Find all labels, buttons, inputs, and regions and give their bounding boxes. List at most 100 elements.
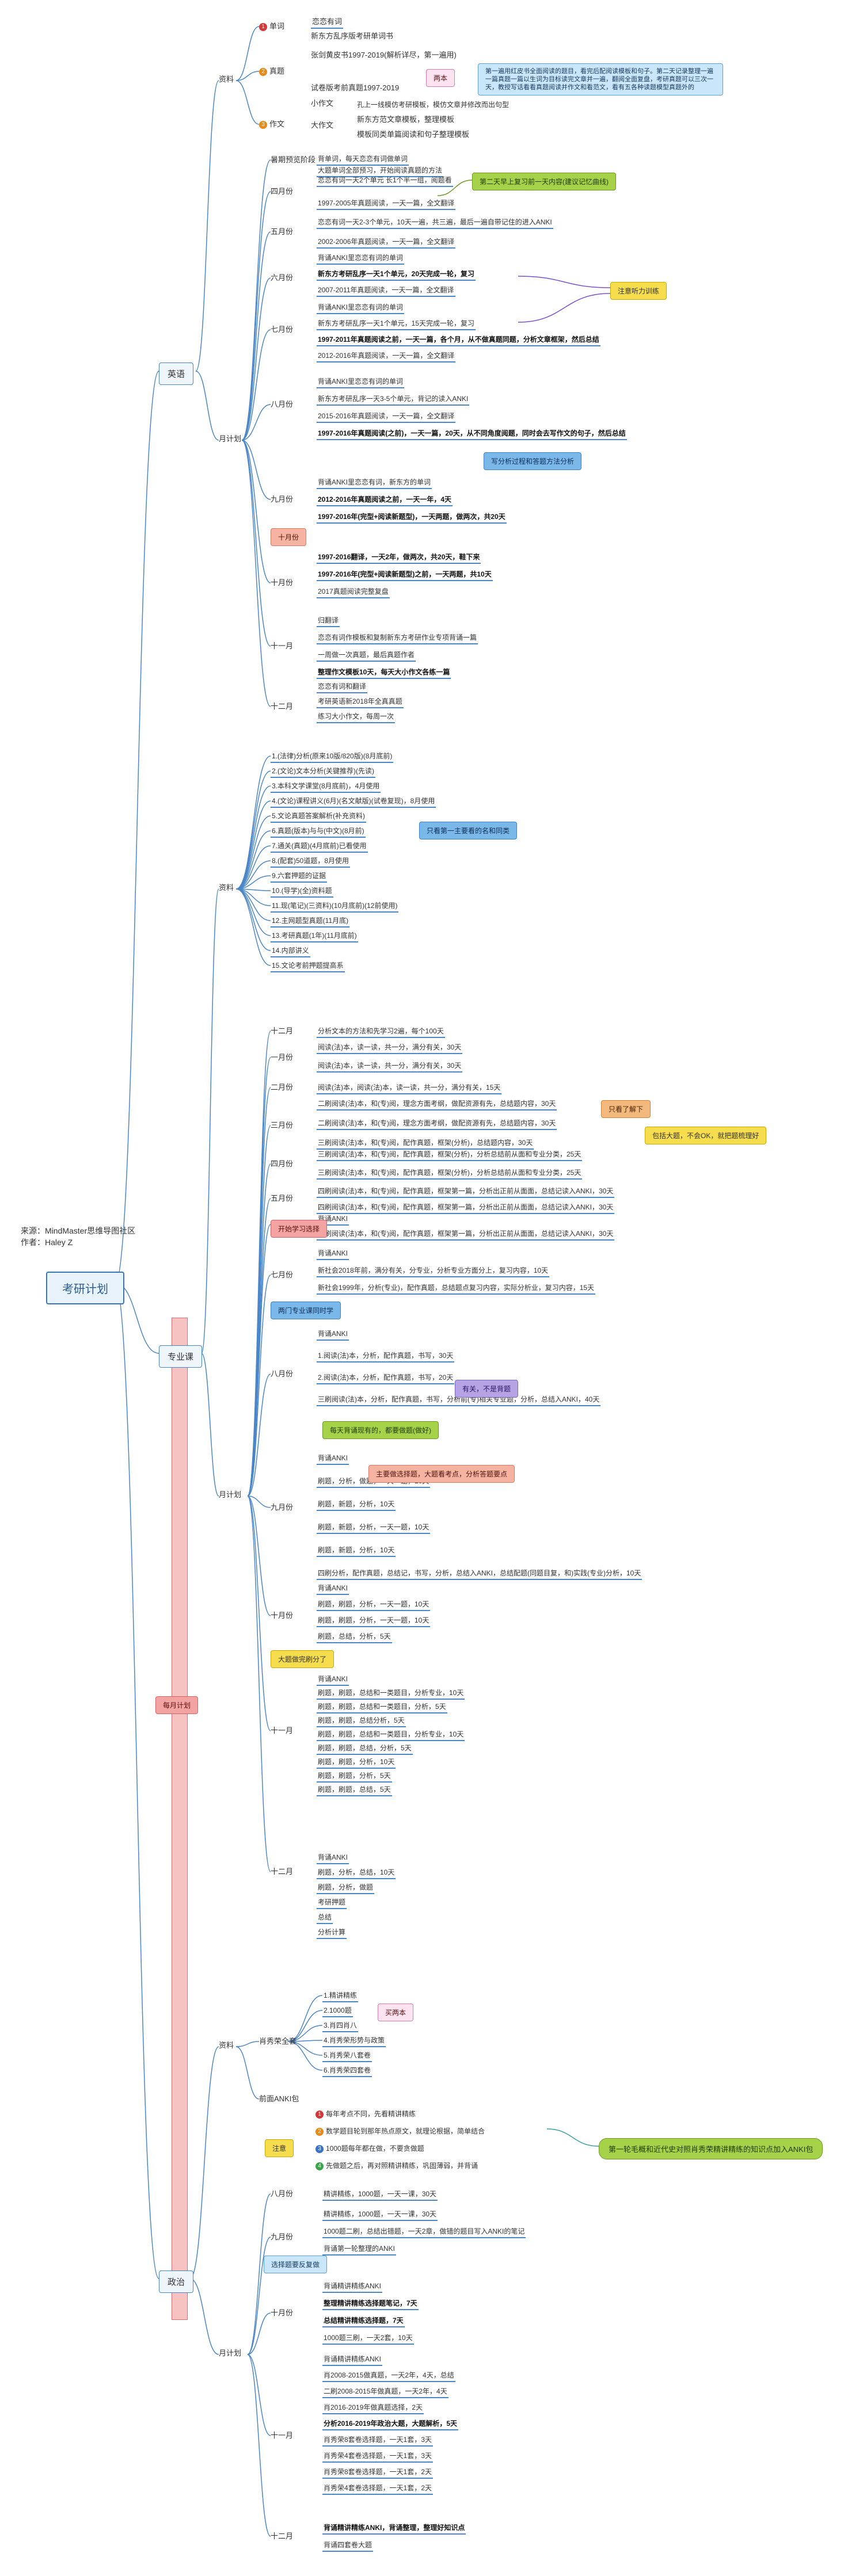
major-months-item: 刷题，刷题，总结分析，5天: [317, 1716, 406, 1727]
english-months-item: 背诵ANKI里恋恋有词，新东方的单词: [317, 478, 432, 489]
list-item: 15.文论考前押题提高系: [271, 961, 345, 972]
list-item: 3.本科文学课堂(8月底前)，4月使用: [271, 781, 381, 793]
connector-line: [247, 2354, 271, 2436]
english-months-item: 背单词，每天恋恋有词做单词: [317, 154, 409, 166]
english-months-month-label: 七月份: [271, 325, 294, 334]
politics-months-month-label: 十一月: [271, 2431, 294, 2440]
major-months-item: 刷题，刷题，总结和一类题目，分析，5天: [317, 1702, 447, 1713]
english-months-item: 1997-2016年(完型+阅读新题型)之前，一天两题，共10天: [317, 570, 493, 581]
english-months-item: 归翻译: [317, 616, 340, 627]
connector-line: [235, 71, 260, 81]
major-plan: 月计划: [219, 1490, 242, 1499]
politics-months-item: 肖秀荣4套卷选择题，一天1套，2天: [322, 2483, 434, 2495]
english-m1: 恋恋有词: [311, 17, 344, 29]
english-months-item: 1997-2005年真题阅读，一天一篇，全文翻译: [317, 199, 456, 210]
politics-note-label: 注意: [265, 2139, 294, 2157]
english-callout-green: 第二天早上复习前一天内容(建议记忆曲线): [472, 173, 616, 190]
month-highlight-bar: [172, 1318, 188, 2320]
connector-line: [235, 845, 271, 890]
connector-line: [235, 815, 271, 890]
english-months-item: 新东方考研乱序一天1个单元，20天完成一轮，复习: [317, 269, 476, 281]
politics-plan: 月计划: [219, 2349, 242, 2357]
connector-line: [235, 800, 271, 890]
major-months-item: 三刷阅读(法)本，分析，配作真题，书写，分析前(专)相关专业题，分析，总结入AN…: [317, 1395, 601, 1406]
major-months-month-label: 一月份: [271, 1053, 294, 1062]
english-months-month-label: 八月份: [271, 400, 294, 409]
english-months-item: 2002-2006年真题阅读，一天一篇，全文翻译: [317, 237, 456, 249]
english-months-item: 背诵ANKI里恋恋有词的单词: [317, 377, 405, 388]
major-material: 资料: [219, 883, 234, 892]
major-callout-green: 每天背诵现有的，都要做题(做好): [322, 1421, 439, 1439]
connector-line: [247, 1495, 271, 1872]
major-months-item: 背诵ANKI: [317, 1453, 349, 1465]
branch-english[interactable]: 英语: [159, 362, 194, 385]
politics-months-item: 肖秀荣8套卷选择题，一天1套，2天: [322, 2467, 434, 2479]
list-item: 12.主网题型真题(11月底): [271, 916, 350, 928]
connector-line: [241, 191, 271, 441]
connector-line: [235, 860, 271, 890]
list-item: 14.内部讲义: [271, 946, 310, 957]
english-m3: 张剑黄皮书1997-2019(解析详尽，第一遍用): [311, 51, 457, 59]
list-item: 4.(文论)课程讲义(6月)(名文献版)(试卷复现)，8月使用: [271, 796, 436, 808]
major-months-item: 四刷阅读(法)本，和(专)阅，配作真题，框架第一篇，分析出正前从面面，总结记读入…: [317, 1203, 615, 1214]
english-months-item: 新东方考研乱序一天3-5个单元，背记的读入ANKI: [317, 394, 470, 406]
connector-line: [241, 277, 271, 441]
connector-line: [247, 2237, 271, 2355]
english-months-item: 恋恋有词和翻译: [317, 682, 368, 693]
badge-n2-icon: 2: [315, 2127, 324, 2136]
major-months-item: 三刷阅读(法)本，和(专)阅，配作真题，框架(分析)，分析总结前从面和专业分类，…: [317, 1168, 583, 1180]
branch-politics[interactable]: 政治: [159, 2270, 194, 2293]
major-months-item: 刷题，刷题，分析，一天一题，10天: [317, 1600, 431, 1611]
major-months-item: 刷题，刷题，总结和一类题目，分析专业，10天: [317, 1688, 465, 1700]
connector-line: [247, 1274, 271, 1497]
list-item: 5.肖秀荣八套卷: [322, 2051, 372, 2062]
connector-line: [247, 1495, 271, 1616]
major-months-item: 二刷阅读(法)本，和(专)阅，理念方面考纲，做配资源有先，总结题内容，30天: [317, 1119, 557, 1130]
politics-anki: 前面ANKI包: [259, 2094, 299, 2103]
badge-2-icon: 2: [259, 67, 267, 76]
major-callout-pink: 开始学习选择: [271, 1220, 328, 1238]
branch-major[interactable]: 专业课: [159, 1345, 203, 1368]
badge-n3-icon: 3: [315, 2144, 324, 2153]
connector-line: [247, 1495, 271, 1731]
politics-months-item: 背诵精讲精练ANKI: [322, 2281, 383, 2293]
major-months-month-label: 四月份: [271, 1159, 294, 1168]
major-months-item: 考研押题: [317, 1898, 347, 1909]
connector-line: [247, 1373, 271, 1497]
politics-months-month-label: 十二月: [271, 2532, 294, 2540]
major-months-item: 四刷阅读(法)本，和(专)阅，配作真题，框架第一篇，分析出正前从面面，总结记读入…: [317, 1186, 615, 1198]
major-months-item: 总结: [317, 1913, 333, 1924]
english-months-item: 2007-2011年真题阅读，一天一篇，全文翻译: [317, 285, 455, 297]
english-months-item: 1997-2016年(完型+阅读新题型)，一天两题，做两次，共20天: [317, 512, 507, 524]
connector-line: [115, 371, 159, 1284]
connector-line: [247, 2312, 271, 2355]
major-months-month-label: 三月份: [271, 1121, 294, 1129]
major-months-item: 刷题，刷题，总结和一类题目，分析专业，10天: [317, 1730, 465, 1741]
english-months-item: 新东方考研乱序一天1个单元，15天完成一轮，复习: [317, 319, 476, 330]
english-months-item: 2012-2016年真题阅读，一天一篇，全文翻译: [317, 351, 456, 362]
major-months-item: 新社会2018年前，满分有关，分专业，分析专业方面分上，复习内容，10天: [317, 1266, 550, 1277]
english-material: 资料: [219, 75, 234, 83]
major-months-item: 分析文本的方法和先学习2遍，每个100天: [317, 1026, 445, 1038]
major-months-item: 刷题，刷题，总结，分析，5天: [317, 1743, 413, 1755]
badge-1-icon: 1: [259, 22, 267, 31]
connector-line: [247, 1125, 271, 1497]
connector-line: [518, 276, 611, 288]
english-months-item: 1997-2016翻译，一天2年，做两次，共20天，鞋下来: [317, 552, 481, 564]
major-months-month-label: 十二月: [271, 1026, 294, 1035]
major-callout-yellow2: 大题做完刷分了: [271, 1650, 334, 1668]
politics-months-item: 1000题三刷，一天2套，10天: [322, 2333, 414, 2345]
connector-line: [287, 2041, 323, 2071]
connector-line: [247, 2354, 271, 2537]
major-months-item: 刷题，新题，分析，一天一题，10天: [317, 1522, 431, 1534]
two-books-callout: 两本: [426, 69, 455, 87]
politics-months-item: 精讲精练，1000题，一天一课，30天: [322, 2189, 438, 2201]
connector-line: [235, 2041, 260, 2047]
root-node[interactable]: 考研计划: [46, 1272, 124, 1304]
major-months-month-label: 十月份: [271, 1611, 294, 1620]
